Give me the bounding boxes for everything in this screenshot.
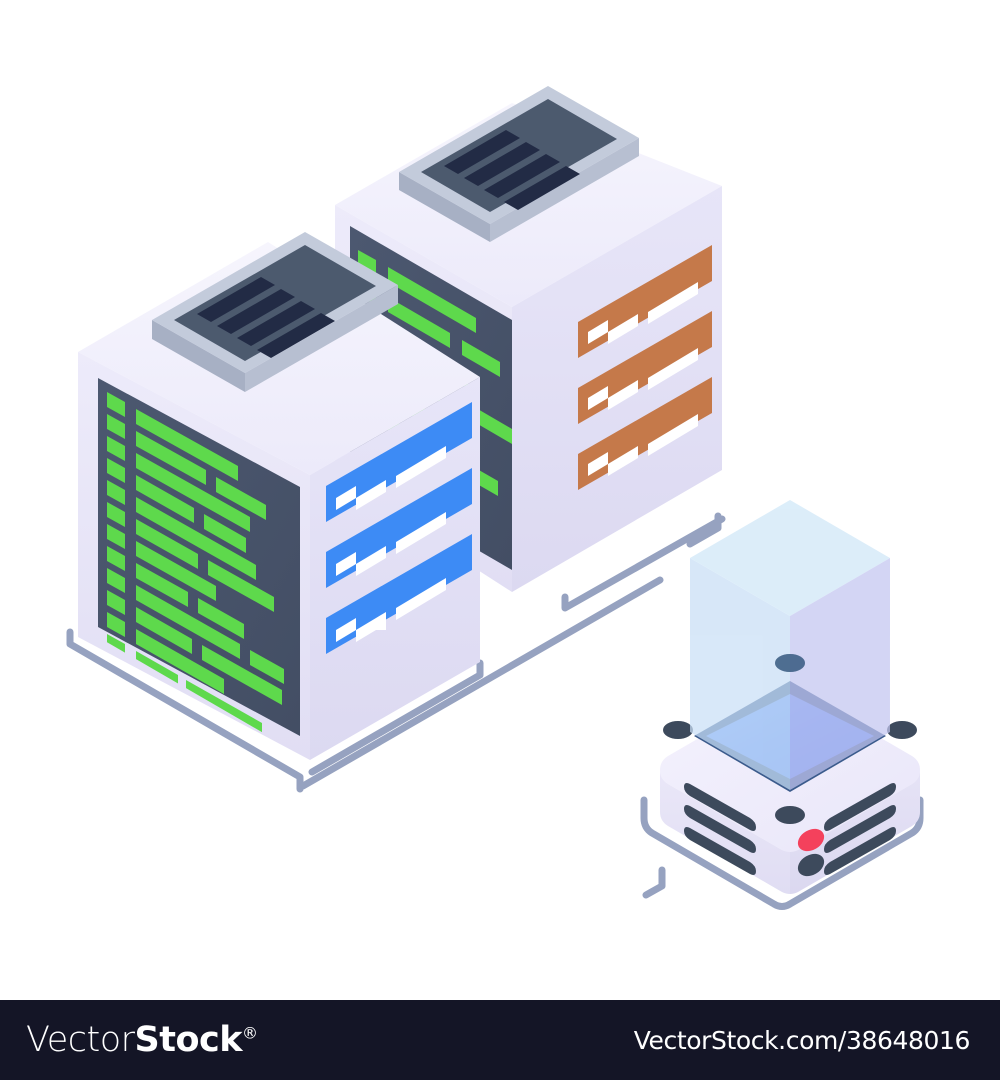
brand-second-word: Stock	[134, 1019, 243, 1060]
device-status-light	[797, 828, 825, 852]
device-left-vents	[684, 783, 756, 875]
wire-back-to-device	[686, 512, 722, 548]
wire-front-server-left	[66, 628, 304, 793]
indicator-panel-orange-1	[578, 245, 712, 358]
vectorstock-logo: VectorStock®	[26, 1019, 258, 1060]
wire-front-to-device	[299, 576, 664, 790]
indicator-panel-orange-2	[578, 311, 712, 424]
server-network-isometric-illustration	[66, 86, 924, 910]
indicator-panel-orange-3	[578, 377, 712, 490]
back-server-indicator-panels	[578, 245, 712, 490]
device-front-button[interactable]	[775, 806, 805, 824]
indicator-panel-blue-2	[326, 468, 472, 588]
device-corner-button-right[interactable]	[887, 721, 917, 739]
projector-device	[660, 500, 920, 894]
wire-front-server-right	[308, 659, 484, 776]
beam-left-face	[690, 558, 790, 790]
device-status-pill	[797, 853, 825, 877]
registered-trademark-icon: ®	[242, 1022, 258, 1042]
brand-first-word: Vector	[26, 1019, 135, 1060]
front-server-indicator-panels	[326, 402, 472, 654]
back-server-top-vent	[399, 86, 639, 242]
wire-back-server-bottom	[561, 515, 726, 612]
indicator-panel-blue-1	[326, 402, 472, 522]
device-right-vents	[824, 783, 896, 875]
device-corner-button-left[interactable]	[663, 721, 693, 739]
watermark-footer: VectorStock® VectorStock.com/38648016	[0, 1000, 1000, 1080]
front-server-top-vent	[152, 232, 398, 392]
image-credit-url: VectorStock.com/38648016	[633, 1025, 971, 1055]
wire-device-loop	[640, 796, 924, 910]
beam-sensor-dot	[775, 654, 805, 672]
wire-device-stub	[642, 866, 666, 899]
beam-right-face	[790, 558, 890, 790]
network-wires	[66, 512, 924, 910]
indicator-panel-blue-3	[326, 534, 472, 654]
projection-beam-cube	[690, 500, 890, 790]
server-rack-front	[78, 232, 480, 760]
